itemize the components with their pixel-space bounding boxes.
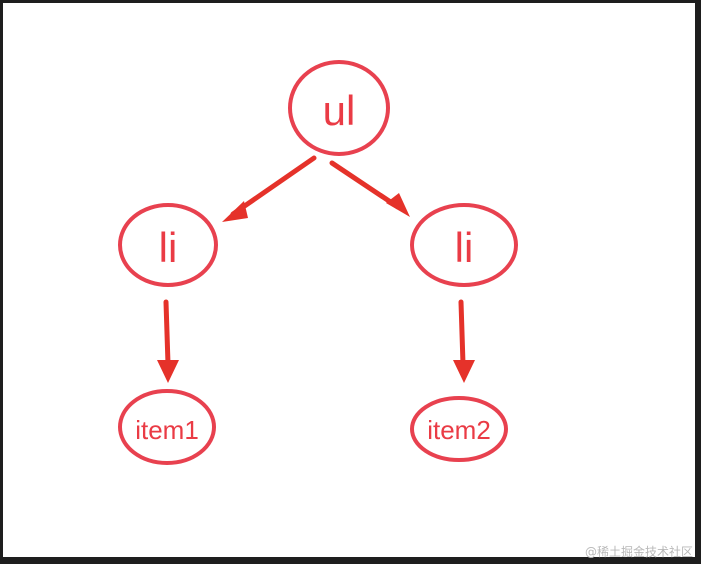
node-right-leaf-label: item2 <box>427 415 491 445</box>
node-right-leaf: item2 <box>410 396 508 462</box>
edge-root-left <box>222 155 317 222</box>
node-left-leaf-label: item1 <box>135 415 199 445</box>
node-left-child-label: li <box>159 224 178 271</box>
node-left-leaf: item1 <box>118 389 216 465</box>
edge-root-right <box>329 160 410 217</box>
edge-left-child-leaf <box>157 299 179 383</box>
edge-right-child-leaf <box>453 299 475 383</box>
watermark-text: @稀土掘金技术社区 <box>584 545 693 559</box>
node-root: ul <box>288 60 390 156</box>
node-right-child-label: li <box>455 224 474 271</box>
node-left-child: li <box>118 203 218 287</box>
node-root-label: ul <box>323 87 356 134</box>
node-right-child: li <box>410 203 518 287</box>
diagram-paper <box>3 3 695 557</box>
